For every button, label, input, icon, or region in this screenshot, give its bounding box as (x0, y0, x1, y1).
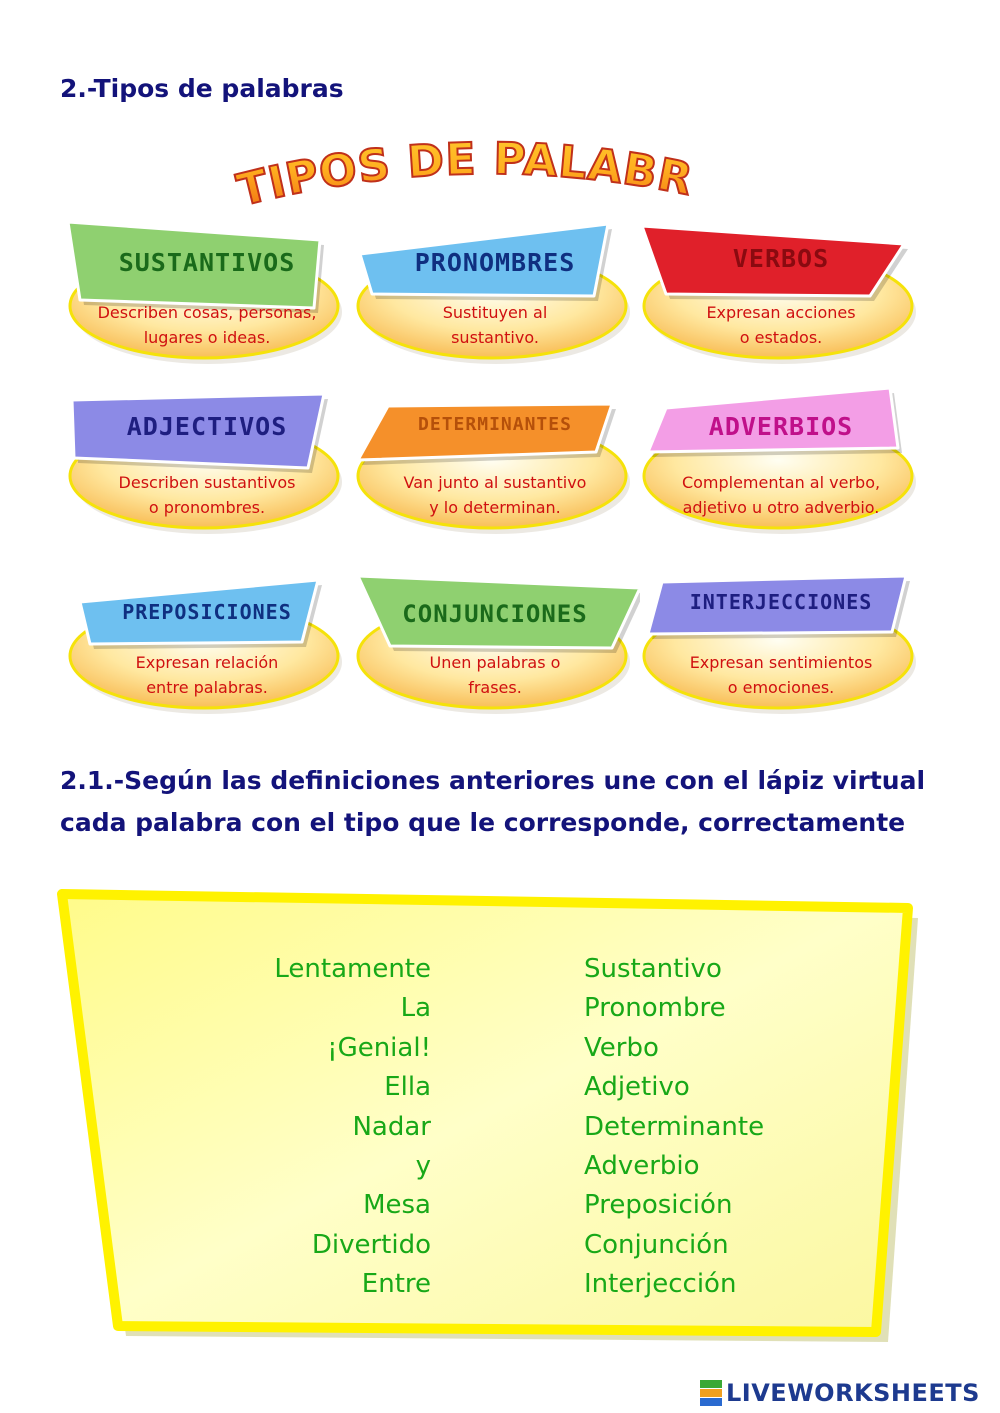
word-type-card: PRONOMBRES Sustituyen al sustantivo. (350, 212, 640, 372)
card-label: DETERMINANTES (418, 414, 572, 435)
match-word-right[interactable]: Conjunción (584, 1229, 729, 1260)
card-shape (356, 222, 630, 364)
card-description-line: Describen cosas, personas, (97, 303, 317, 322)
footer-brand: LIVEWORKSHEETS (726, 1379, 980, 1407)
card-shape (642, 574, 916, 714)
card-description-line: Complementan al verbo, (681, 473, 881, 492)
card-shape (66, 220, 342, 364)
card-description-line: o pronombres. (148, 498, 266, 517)
card-description-line: Expresan relación (135, 653, 279, 672)
card-description-line: Van junto al sustantivo (403, 473, 587, 492)
word-type-card: CONJUNCIONES Unen palabras o frases. (350, 562, 640, 722)
word-type-card: ADJECTIVOS Describen sustantivos o pronomb… (62, 382, 352, 542)
match-word-left[interactable]: La (400, 993, 431, 1024)
card-shape (642, 386, 916, 534)
card-label: CONJUNCIONES (402, 600, 588, 628)
card-description-line: Sustituyen al (442, 303, 548, 322)
word-type-card: INTERJECCIONES Expresan sentimientos o emo… (636, 562, 926, 722)
match-word-right[interactable]: Preposición (584, 1190, 733, 1221)
card-description-line: adjetivo u otro adverbio. (682, 498, 880, 517)
card-label: SUSTANTIVOS (118, 248, 296, 277)
card-shape (640, 224, 916, 364)
card-description-line: Expresan acciones (706, 303, 856, 322)
card-description-line: sustantivo. (451, 328, 539, 347)
card-description-line: frases. (468, 678, 522, 697)
match-word-right[interactable]: Determinante (584, 1111, 765, 1142)
card-label: ADVERBIOS (708, 412, 854, 441)
word-type-card: ADVERBIOS Complementan al verbo, adjetivo … (636, 382, 926, 542)
card-label: ADJECTIVOS (126, 412, 288, 441)
card-description-line: Describen sustantivos (118, 473, 296, 492)
word-type-card: DETERMINANTES Van junto al sustantivo y lo… (350, 382, 640, 542)
match-word-right[interactable]: Sustantivo (584, 954, 722, 984)
match-word-right[interactable]: Adverbio (584, 1151, 700, 1181)
card-label: VERBOS (732, 244, 830, 273)
card-description-line: o estados. (739, 328, 823, 347)
card-description-line: Expresan sentimientos (689, 653, 873, 672)
match-word-left[interactable]: Entre (361, 1269, 431, 1300)
liveworksheets-icon (700, 1380, 722, 1406)
card-shape (68, 578, 342, 714)
card-shape (356, 574, 640, 714)
word-type-card: VERBOS Expresan acciones o estados. (636, 212, 926, 372)
match-word-right[interactable]: Adjetivo (584, 1072, 690, 1103)
title-art: TIPOS DE PALABRAS (232, 136, 697, 216)
card-description-line: o emociones. (727, 678, 835, 697)
word-type-card: SUSTANTIVOS Describen cosas, personas, lug… (62, 212, 352, 372)
match-word-right[interactable]: Verbo (584, 1032, 659, 1063)
exercise-heading: 2.1.-Según las definiciones anteriores u… (60, 766, 926, 837)
card-label: INTERJECCIONES (689, 590, 873, 614)
liveworksheets-logo: LIVEWORKSHEETS (700, 1378, 980, 1408)
card-label: PRONOMBRES (414, 248, 576, 277)
match-word-left[interactable]: Lentamente (274, 954, 431, 984)
section-heading: 2.-Tipos de palabras (60, 74, 344, 103)
match-word-left[interactable]: Ella (384, 1072, 431, 1103)
card-description-line: y lo determinan. (429, 498, 561, 517)
match-word-left[interactable]: Divertido (311, 1229, 431, 1260)
match-word-left[interactable]: y (415, 1151, 431, 1181)
card-label: PREPOSICIONES (122, 600, 292, 624)
card-description-line: Unen palabras o (429, 653, 561, 672)
match-word-left[interactable]: ¡Genial! (327, 1032, 431, 1063)
card-shape (68, 392, 342, 534)
match-word-left[interactable]: Mesa (363, 1190, 431, 1221)
match-word-right[interactable]: Pronombre (584, 993, 726, 1024)
word-type-card: PREPOSICIONES Expresan relación entre pala… (62, 562, 352, 722)
card-shape (356, 402, 630, 534)
match-word-left[interactable]: Nadar (352, 1111, 431, 1142)
match-word-right[interactable]: Interjección (584, 1269, 737, 1300)
card-description-line: entre palabras. (146, 678, 268, 697)
card-description-line: lugares o ideas. (143, 328, 271, 347)
svg-text:TIPOS DE PALABRAS: TIPOS DE PALABRAS (232, 136, 697, 216)
